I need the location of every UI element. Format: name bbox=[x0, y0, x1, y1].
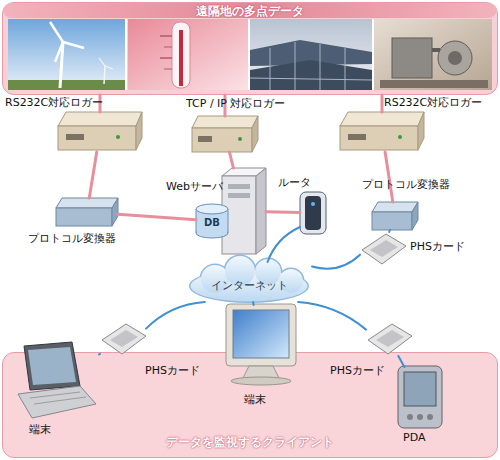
node-label: PHSカード bbox=[410, 240, 465, 253]
rs232c-logger: RS232C対応ロガー bbox=[340, 112, 424, 152]
internet-cloud: インターネット bbox=[186, 262, 312, 302]
wireless-link bbox=[252, 302, 255, 305]
node-label: 端末 bbox=[29, 423, 51, 436]
pda: PDA bbox=[397, 367, 447, 431]
node-label: PDA bbox=[403, 431, 425, 444]
wireless-link bbox=[99, 353, 100, 356]
desktop-terminal: 端末 bbox=[223, 305, 301, 387]
wired-link bbox=[385, 152, 393, 202]
node-label: RS232C対応ロガー bbox=[5, 96, 103, 109]
wired-link bbox=[99, 95, 102, 112]
phs-card: PHSカード bbox=[360, 232, 406, 266]
database-cylinder: DB bbox=[196, 204, 228, 238]
phs-card: PHSカード bbox=[366, 322, 412, 356]
web-server: Webサーバ bbox=[222, 168, 266, 254]
wired-link bbox=[118, 214, 196, 220]
client-band: データを監視するクライアント端末端末PDA bbox=[2, 352, 498, 458]
phs-card: PHSカード bbox=[100, 322, 146, 356]
wired-link bbox=[224, 95, 227, 116]
node-label: インターネット bbox=[186, 279, 312, 292]
node-label: PHSカード bbox=[330, 364, 385, 377]
wireless-link bbox=[388, 230, 391, 232]
protocol-converter: プロトコル変換器 bbox=[372, 202, 418, 230]
node-label: DB bbox=[196, 216, 228, 229]
node-label: 遠隔地の多点データ bbox=[3, 4, 497, 18]
wired-link bbox=[266, 210, 300, 214]
wireless-link bbox=[298, 302, 366, 330]
node-label: TCP / IP 対応ロガー bbox=[186, 97, 285, 110]
rs232c-logger: RS232C対応ロガー bbox=[58, 112, 142, 152]
node-label: プロトコル変換器 bbox=[362, 178, 450, 191]
node-label: データを監視するクライアント bbox=[3, 435, 497, 449]
wireless-link bbox=[312, 255, 360, 269]
node-label: プロトコル変換器 bbox=[28, 232, 116, 245]
wireless-link bbox=[398, 356, 404, 367]
node-label: PHSカード bbox=[145, 364, 200, 377]
node-label: RS232C対応ロガー bbox=[384, 96, 482, 109]
wired-link bbox=[229, 152, 233, 168]
protocol-converter: プロトコル変換器 bbox=[56, 198, 118, 226]
router: ルータ bbox=[300, 192, 326, 234]
wired-link bbox=[381, 95, 384, 112]
wireless-link bbox=[146, 302, 205, 329]
laptop-terminal: 端末 bbox=[17, 343, 99, 419]
wired-link bbox=[89, 152, 96, 198]
node-label: 端末 bbox=[244, 393, 266, 406]
node-label: ルータ bbox=[278, 176, 311, 189]
node-label: Webサーバ bbox=[166, 180, 223, 193]
tcpip-logger: TCP / IP 対応ロガー bbox=[192, 116, 258, 152]
wireless-link bbox=[268, 227, 300, 262]
